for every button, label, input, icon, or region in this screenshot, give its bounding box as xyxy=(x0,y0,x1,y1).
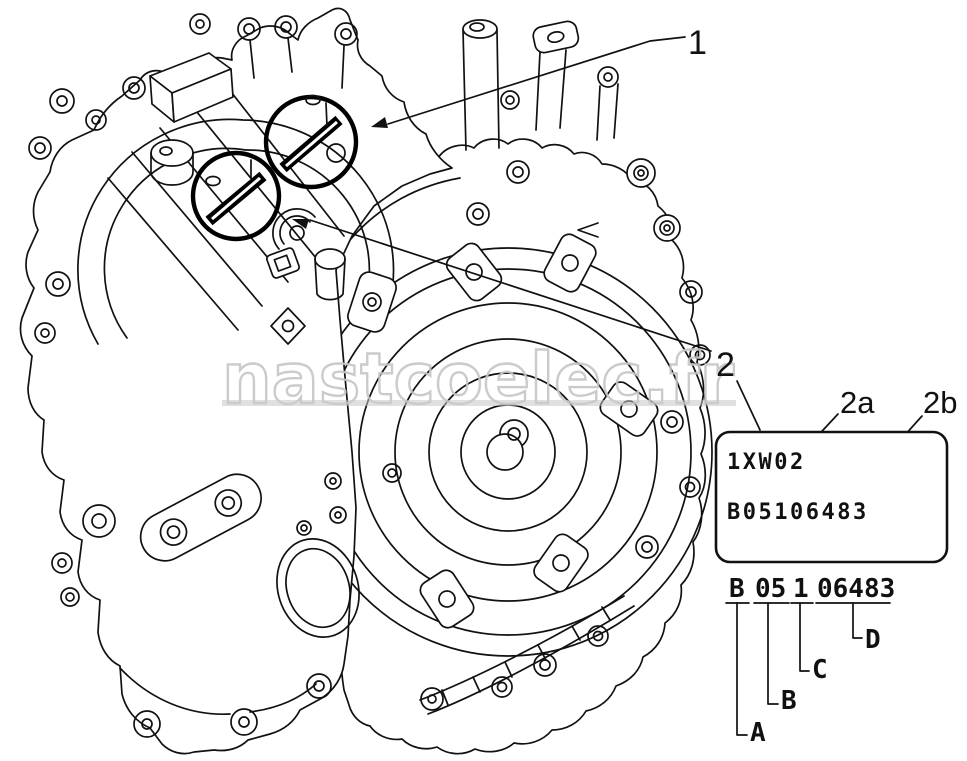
callout-2: 2 xyxy=(716,346,735,384)
small-holes xyxy=(296,463,402,536)
watermark: nastcoelec.fr xyxy=(221,337,736,421)
drive-plate-tabs xyxy=(419,233,659,629)
stamp-highlight-circle-upper xyxy=(263,94,359,190)
segment-0-letter: A xyxy=(750,718,766,748)
bell-housing xyxy=(303,19,713,755)
callout-2b: 2b xyxy=(923,385,957,420)
stamp-area-brackets xyxy=(266,208,397,345)
segment-3-code: 06483 xyxy=(817,574,895,604)
segment-1-code: 05 xyxy=(755,574,786,604)
axle-opening xyxy=(276,538,360,638)
id-plate: 1XW02 B05106483 xyxy=(714,430,949,564)
mount-pad xyxy=(51,473,262,574)
watermark-text: nastcoelec.fr xyxy=(222,338,734,420)
segment-2-letter: C xyxy=(812,655,828,685)
top-fittings xyxy=(349,19,681,242)
arrowhead-1 xyxy=(371,117,388,128)
bottom-bosses xyxy=(119,667,444,738)
callout-1: 1 xyxy=(688,24,707,62)
serial-breakdown: B 05 1 06483 A B C D xyxy=(725,574,895,748)
segment-3-letter: D xyxy=(865,625,881,655)
gear-housing xyxy=(19,7,453,755)
boss-cylinders xyxy=(150,139,346,301)
arrowhead-2 xyxy=(292,219,309,229)
left-bosses xyxy=(28,76,146,607)
callout-2a: 2a xyxy=(840,385,875,420)
flange-bolt-holes xyxy=(466,160,711,698)
segment-2-code: 1 xyxy=(793,574,809,604)
top-bosses xyxy=(189,13,358,89)
segment-1-letter: B xyxy=(781,686,797,716)
id-plate-serial-number: B05106483 xyxy=(727,500,869,525)
segment-0-code: B xyxy=(729,574,745,604)
id-plate-model-code: 1XW02 xyxy=(727,450,806,475)
sensor-box xyxy=(149,52,234,123)
stamp-highlight-circle-lower xyxy=(190,150,282,242)
